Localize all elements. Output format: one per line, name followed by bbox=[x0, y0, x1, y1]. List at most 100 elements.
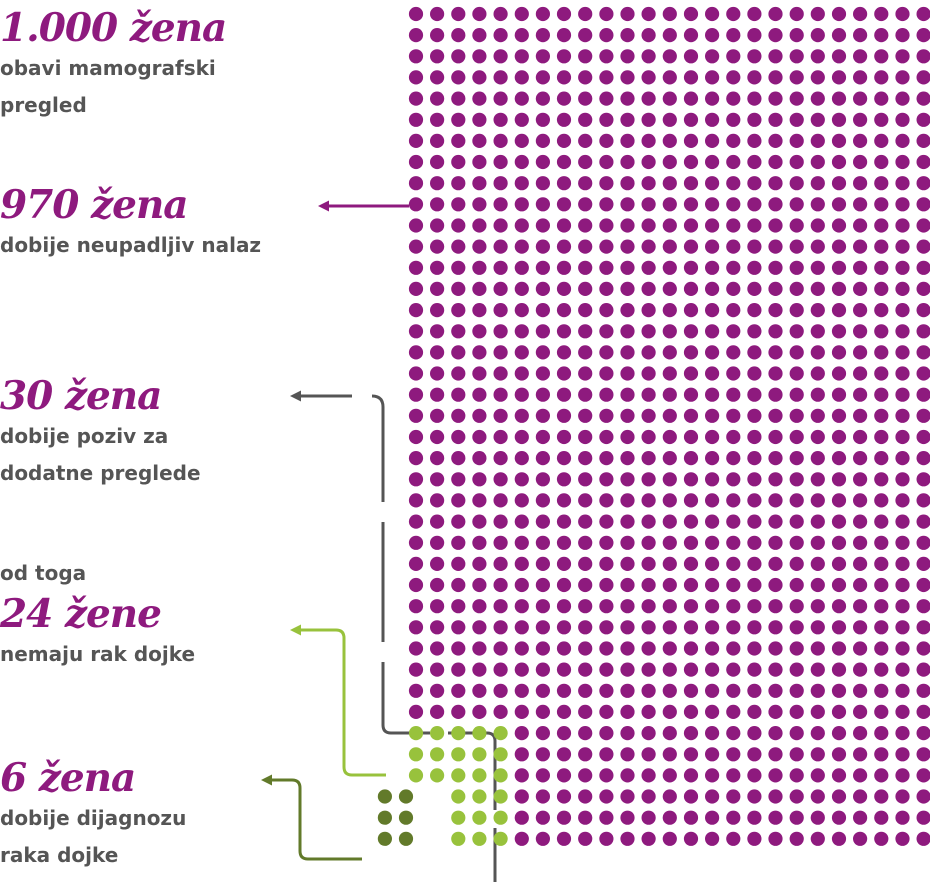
dot-negative bbox=[683, 726, 699, 741]
dot-negative bbox=[620, 514, 635, 529]
dot-negative bbox=[472, 683, 487, 698]
dot-negative bbox=[831, 91, 847, 106]
dot-negative bbox=[768, 197, 783, 212]
dot-negative bbox=[556, 218, 572, 233]
dot-negative bbox=[810, 27, 825, 43]
dot-negative bbox=[874, 303, 889, 318]
dot-negative bbox=[895, 683, 910, 698]
dot-negative bbox=[641, 599, 656, 614]
dot-negative bbox=[853, 345, 868, 360]
dot-negative bbox=[853, 683, 868, 698]
dot-negative bbox=[451, 281, 466, 296]
dot-negative bbox=[662, 662, 677, 677]
dot-negative bbox=[747, 91, 762, 106]
dot-negative bbox=[853, 197, 868, 212]
dot-negative bbox=[641, 683, 656, 698]
dot-negative bbox=[853, 662, 868, 677]
dot-negative bbox=[789, 408, 804, 423]
dot-negative bbox=[662, 345, 677, 360]
dot-negative bbox=[810, 726, 825, 741]
dot-negative bbox=[831, 789, 847, 804]
dot-negative bbox=[599, 197, 614, 212]
dot-negative bbox=[599, 303, 614, 318]
dot-negative bbox=[683, 514, 699, 529]
dot-negative bbox=[895, 70, 910, 85]
dot-negative bbox=[514, 429, 529, 445]
dot-negative bbox=[493, 239, 508, 254]
dot-negative bbox=[789, 112, 804, 127]
dot-negative bbox=[493, 260, 508, 275]
dot-no-cancer bbox=[472, 768, 487, 783]
dot-negative bbox=[916, 577, 930, 593]
dot-negative bbox=[493, 493, 508, 508]
arrow-negative-head bbox=[318, 200, 329, 212]
dot-negative bbox=[599, 112, 614, 127]
dot-negative bbox=[789, 260, 804, 275]
dot-negative bbox=[768, 747, 783, 762]
dot-negative bbox=[874, 451, 889, 466]
dot-negative bbox=[874, 683, 889, 698]
dot-negative bbox=[768, 514, 783, 529]
dot-negative bbox=[662, 726, 677, 741]
dot-negative bbox=[768, 408, 783, 423]
dot-negative bbox=[408, 641, 424, 656]
dot-negative bbox=[514, 176, 529, 191]
dot-negative bbox=[853, 133, 868, 148]
dot-negative bbox=[514, 810, 529, 825]
dot-negative bbox=[810, 641, 825, 656]
dot-negative bbox=[599, 831, 614, 846]
dot-negative bbox=[810, 662, 825, 677]
dot-negative bbox=[726, 429, 741, 445]
dot-negative bbox=[747, 197, 762, 212]
dot-negative bbox=[831, 535, 847, 550]
dot-negative bbox=[874, 747, 889, 762]
dot-negative bbox=[705, 704, 720, 720]
dot-negative bbox=[895, 324, 910, 339]
dot-negative bbox=[535, 366, 551, 381]
dot-negative bbox=[578, 260, 593, 275]
dot-negative bbox=[916, 514, 930, 529]
dot-negative bbox=[408, 133, 424, 148]
dot-negative bbox=[768, 683, 783, 698]
dot-no-cancer bbox=[430, 747, 445, 762]
dot-negative bbox=[451, 239, 466, 254]
dot-negative bbox=[874, 6, 889, 22]
dot-negative bbox=[408, 577, 424, 593]
dot-negative bbox=[578, 366, 593, 381]
dot-negative bbox=[578, 281, 593, 296]
dot-negative bbox=[726, 451, 741, 466]
dot-negative bbox=[662, 451, 677, 466]
dot-negative bbox=[535, 387, 551, 402]
dot-negative bbox=[916, 197, 930, 212]
dot-negative bbox=[705, 556, 720, 572]
dot-negative bbox=[556, 70, 572, 85]
dot-negative bbox=[683, 641, 699, 656]
dot-negative bbox=[493, 197, 508, 212]
dot-negative bbox=[620, 176, 635, 191]
dot-negative bbox=[705, 27, 720, 43]
dot-negative bbox=[472, 49, 487, 64]
dot-negative bbox=[472, 556, 487, 572]
dot-negative bbox=[768, 387, 783, 402]
dot-negative bbox=[768, 239, 783, 254]
dot-negative bbox=[493, 133, 508, 148]
dot-negative bbox=[599, 91, 614, 106]
dot-negative bbox=[578, 197, 593, 212]
dot-negative bbox=[408, 366, 424, 381]
dot-negative bbox=[853, 260, 868, 275]
dot-negative bbox=[451, 472, 466, 487]
dot-negative bbox=[641, 704, 656, 720]
dot-negative bbox=[916, 112, 930, 127]
dot-negative bbox=[599, 662, 614, 677]
dot-negative bbox=[451, 493, 466, 508]
dot-negative bbox=[451, 429, 466, 445]
dot-negative bbox=[768, 662, 783, 677]
dot-negative bbox=[853, 70, 868, 85]
dot-negative bbox=[831, 429, 847, 445]
dot-negative bbox=[895, 768, 910, 783]
dot-negative bbox=[493, 154, 508, 170]
dot-negative bbox=[726, 345, 741, 360]
dot-negative bbox=[768, 154, 783, 170]
dot-negative bbox=[747, 789, 762, 804]
dot-negative bbox=[874, 49, 889, 64]
